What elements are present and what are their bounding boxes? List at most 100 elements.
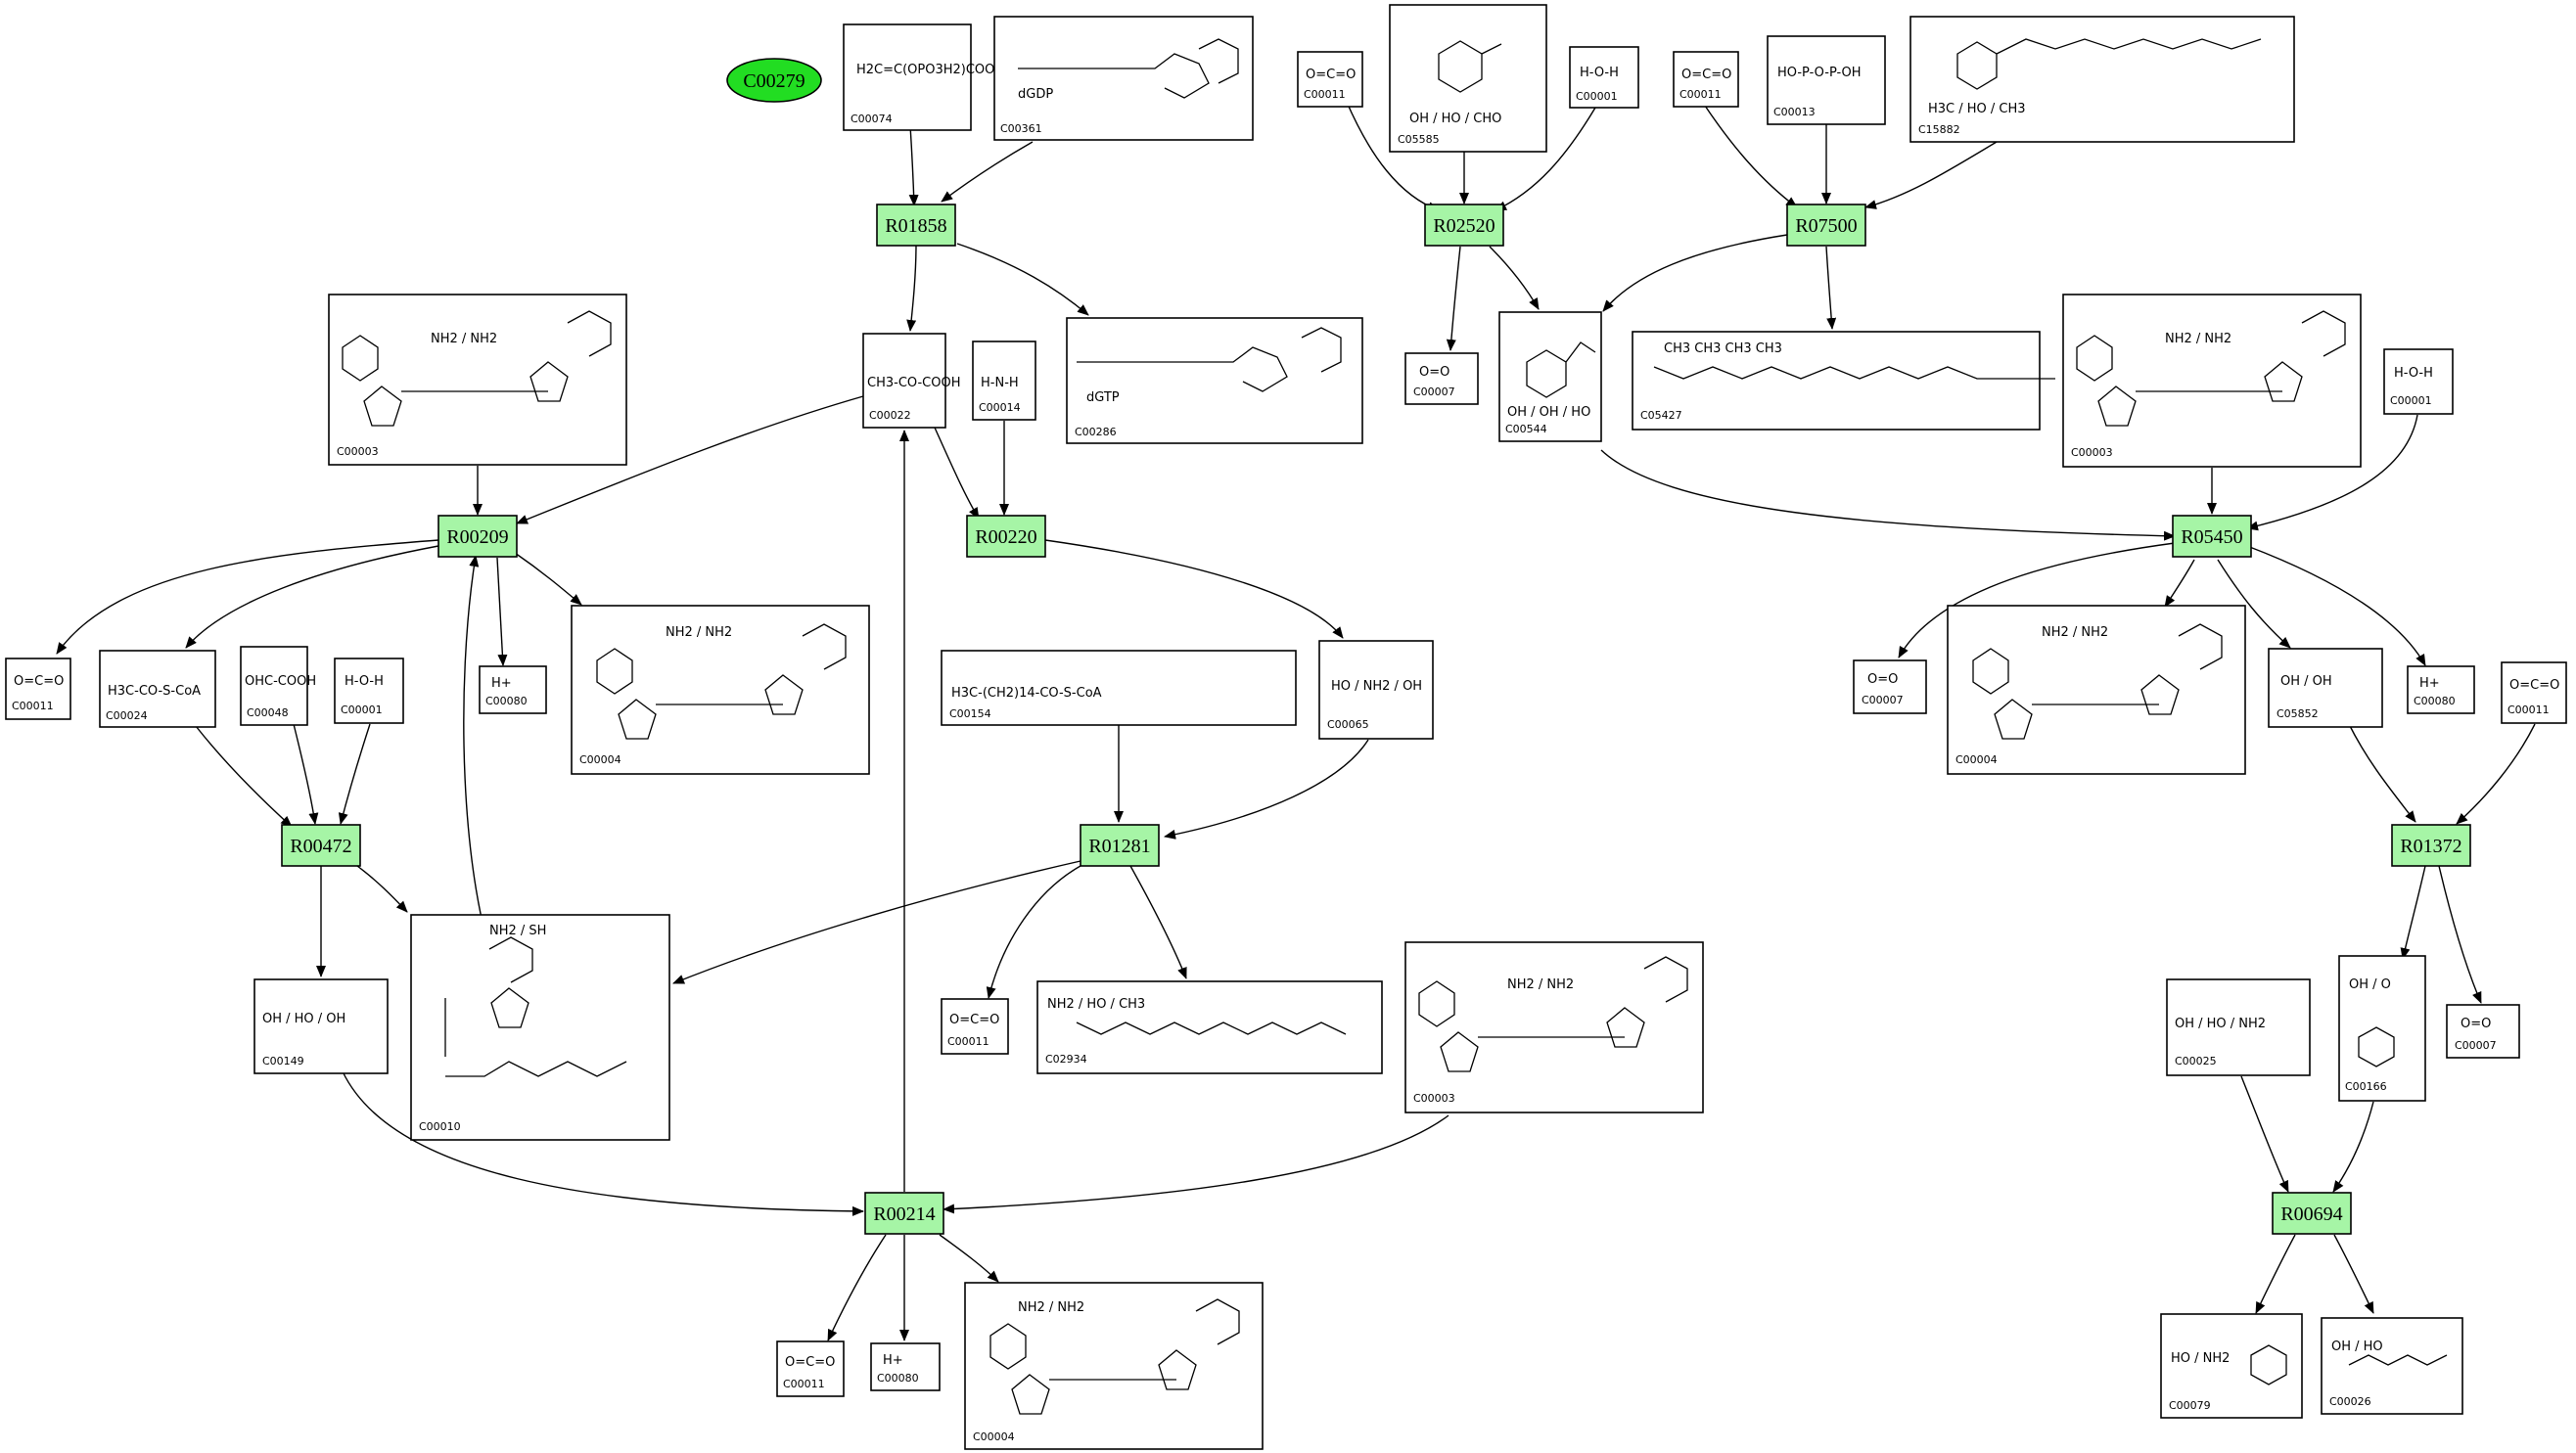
compound-structure: HO-P-O-P-OH [1777, 66, 1862, 80]
compound-C00149[interactable]: OH / HO / OH C00149 [253, 978, 389, 1074]
compound-id: C00286 [1075, 426, 1117, 438]
edges [56, 99, 2536, 1341]
edge-r00220-c00065 [1044, 539, 1344, 639]
compound-id: C05427 [1640, 409, 1682, 422]
compound-C00080[interactable]: H+ C00080 [479, 665, 547, 714]
compound-structure: O=C=O [1306, 68, 1356, 82]
compound-id: C00544 [1505, 423, 1547, 435]
compound-C00004[interactable]: NH2 / NH2 C00004 [964, 1282, 1264, 1450]
compound-C00065[interactable]: HO / NH2 / OH C00065 [1318, 640, 1434, 740]
compound-structure: OH / OH [2280, 674, 2332, 689]
compound-structure: OH / OH / HO [1507, 405, 1590, 420]
compound-structure: NH2 / NH2 [1018, 1300, 1084, 1315]
compound-C00011[interactable]: O=C=O C00011 [5, 658, 71, 720]
reaction-R05450[interactable]: R05450 [2172, 515, 2252, 558]
compound-box [334, 658, 404, 724]
compound-C00003[interactable]: NH2 / NH2 C00003 [328, 294, 627, 466]
compound-C00007[interactable]: O=O C00007 [2446, 1004, 2520, 1059]
compound-C00286[interactable]: dGTP C00286 [1066, 317, 1363, 444]
compound-C00024[interactable]: H3C-CO-S-CoA C00024 [99, 650, 216, 728]
compound-box [1404, 352, 1479, 405]
reaction-R00209[interactable]: R00209 [437, 515, 518, 558]
compound-C05852[interactable]: OH / OH C05852 [2268, 648, 2383, 728]
compound-C00001[interactable]: H-O-H C00001 [1569, 46, 1639, 109]
compound-id: C00074 [851, 113, 893, 125]
structure-sketch [596, 623, 847, 740]
compound-id: C00010 [419, 1120, 461, 1133]
compound-C00004[interactable]: NH2 / NH2 C00004 [571, 605, 870, 775]
reaction-R01281[interactable]: R01281 [1080, 824, 1160, 867]
compound-C00010[interactable]: NH2 / SH C00010 [410, 914, 670, 1141]
compound-C00079[interactable]: HO / NH2 C00079 [2160, 1313, 2303, 1419]
edge-c00149-r00214 [342, 1070, 864, 1216]
compound-id: C00011 [947, 1035, 989, 1048]
reaction-box [2172, 515, 2252, 558]
reaction-R00220[interactable]: R00220 [966, 515, 1046, 558]
edge-r00209-c00011 [56, 539, 439, 655]
compound-C00007[interactable]: O=O C00007 [1404, 352, 1479, 405]
compound-box [1569, 46, 1639, 109]
compound-C00011[interactable]: O=C=O C00011 [2501, 661, 2567, 724]
compound-C00001[interactable]: H-O-H C00001 [334, 658, 404, 724]
compound-C15882[interactable]: H3C / HO / CH3 C15882 [1909, 16, 2295, 143]
structure-sketch [1956, 38, 2262, 90]
reaction-box [1424, 204, 1504, 247]
compound-box [941, 650, 1297, 726]
reaction-R01858[interactable]: R01858 [876, 204, 956, 247]
reaction-R07500[interactable]: R07500 [1786, 204, 1866, 247]
compound-id: C00004 [579, 753, 621, 766]
reaction-R01372[interactable]: R01372 [2391, 824, 2471, 867]
compound-C00014[interactable]: H-N-H C00014 [972, 341, 1036, 421]
compound-C00544[interactable]: OH / OH / HO C00544 [1498, 311, 1602, 442]
compound-C00011[interactable]: O=C=O C00011 [1297, 51, 1363, 108]
compound-C00011[interactable]: O=C=O C00011 [941, 998, 1009, 1055]
compound-box [410, 914, 670, 1141]
reaction-box [864, 1192, 944, 1235]
compound-C00007[interactable]: O=O C00007 [1853, 659, 1927, 714]
compound-C00004[interactable]: NH2 / NH2 C00004 [1947, 605, 2246, 775]
compound-box [964, 1282, 1264, 1450]
compound-C00001[interactable]: H-O-H C00001 [2383, 348, 2454, 415]
reaction-label: R07500 [1795, 215, 1857, 237]
compound-C00048[interactable]: OHC-COOH C00048 [240, 646, 316, 726]
compound-C00003[interactable]: NH2 / NH2 C00003 [2062, 294, 2362, 468]
edge-r00694-c00079 [2255, 1234, 2296, 1314]
edge-r01281-c00010 [672, 860, 1081, 984]
compound-id: C00026 [2329, 1395, 2371, 1408]
reaction-R00214[interactable]: R00214 [864, 1192, 944, 1235]
reaction-R02520[interactable]: R02520 [1424, 204, 1504, 247]
compound-C00080[interactable]: H+ C00080 [2407, 665, 2475, 714]
structure-sketch [1972, 623, 2223, 740]
compound-structure: H+ [2419, 676, 2440, 691]
edge-r05450-c05852 [2217, 559, 2291, 649]
compound-C00361[interactable]: dGDP C00361 [993, 16, 1254, 141]
compound-C00026[interactable]: OH / HO C00026 [2321, 1317, 2463, 1415]
compound-C00022[interactable]: CH3-CO-COOH C00022 [862, 333, 961, 429]
compound-C02934[interactable]: NH2 / HO / CH3 C02934 [1036, 980, 1383, 1074]
compound-box [862, 333, 946, 429]
edge-r01858-c00022 [906, 243, 917, 332]
compound-C00154[interactable]: H3C-(CH2)14-CO-S-CoA C00154 [941, 650, 1297, 726]
compound-id: C00007 [1862, 694, 1904, 706]
compound-C05427[interactable]: CH3 CH3 CH3 CH3 C05427 [1632, 331, 2055, 431]
compound-structure: OH / HO / NH2 [2175, 1017, 2266, 1031]
compound-id: C00001 [341, 704, 383, 716]
compound-C00003[interactable]: NH2 / NH2 C00003 [1404, 941, 1704, 1113]
compound-C00011[interactable]: O=C=O C00011 [1673, 51, 1739, 108]
compound-C00074[interactable]: H2C=C(OPO3H2)COOH C00074 [843, 23, 1004, 131]
compound-id: C00004 [1955, 753, 1998, 766]
compound-C00080[interactable]: H+ C00080 [870, 1342, 941, 1391]
compound-id: C00001 [1576, 90, 1618, 103]
compound-C00166[interactable]: OH / O C00166 [2338, 955, 2426, 1102]
reaction-R00472[interactable]: R00472 [281, 824, 361, 867]
compound-id: C00065 [1327, 718, 1369, 731]
compound-C00025[interactable]: OH / HO / NH2 C00025 [2166, 978, 2311, 1076]
compound-box [1389, 4, 1547, 153]
compound-C00011[interactable]: O=C=O C00011 [776, 1340, 845, 1397]
reaction-R00694[interactable]: R00694 [2272, 1192, 2352, 1235]
compound-C00013[interactable]: HO-P-O-P-OH C00013 [1767, 35, 1886, 125]
compound-C05585[interactable]: OH / HO / CHO C05585 [1389, 4, 1547, 153]
compound-id: C00080 [485, 695, 528, 707]
start-node[interactable]: C00279 [726, 58, 822, 103]
compound-id: C00011 [1679, 88, 1722, 101]
